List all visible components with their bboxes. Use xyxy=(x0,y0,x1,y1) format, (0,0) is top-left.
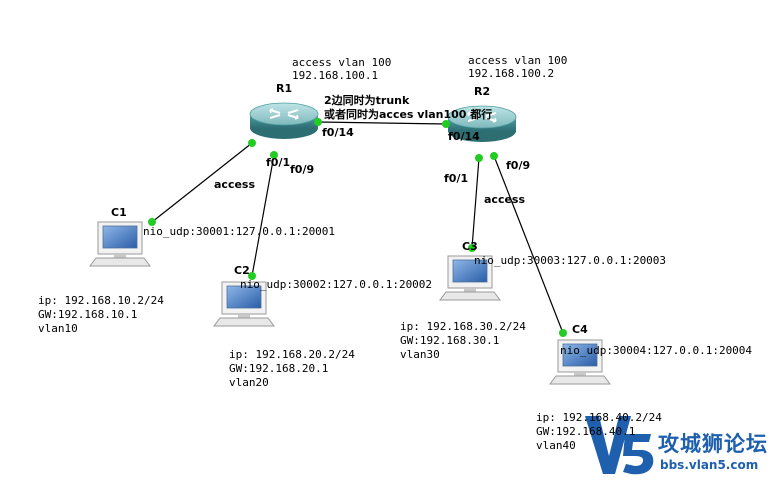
link-r1-c1[interactable] xyxy=(151,142,253,223)
r2-port-f014: f0/14 xyxy=(448,130,480,143)
endpoint-r2-c4 xyxy=(490,152,498,160)
link-r2-c4[interactable] xyxy=(493,155,564,334)
link-r1-c2[interactable] xyxy=(251,154,275,277)
r1-port-f01: f0/1 xyxy=(266,156,291,169)
link-label-access-right: access xyxy=(484,193,526,206)
c2-vlan: vlan20 xyxy=(229,376,269,389)
c1-info: ip: 192.168.10.2/24 GW:192.168.10.1 vlan… xyxy=(38,294,164,336)
watermark-title: 攻城狮论坛 xyxy=(658,432,768,456)
c3-info: ip: 192.168.30.2/24 GW:192.168.30.1 vlan… xyxy=(400,320,526,362)
link-label-access-left: access xyxy=(214,178,256,191)
watermark-url: bbs.vlan5.com xyxy=(660,458,759,472)
watermark-logo xyxy=(585,416,654,475)
note-line2: 或者同时为acces vlan100 都行 xyxy=(324,108,493,121)
c1-nio: nio_udp:30001:127.0.0.1:20001 xyxy=(143,225,336,238)
r1-ip: 192.168.100.1 xyxy=(292,69,379,82)
endpoint-c4 xyxy=(559,329,567,337)
endpoint-r1-f014 xyxy=(314,118,322,126)
c3-ip: ip: 192.168.30.2/24 xyxy=(400,320,526,333)
link-r2-c3[interactable] xyxy=(471,157,480,249)
c4-gw: GW:192.168.40.1 xyxy=(536,425,636,438)
r2-ip: 192.168.100.2 xyxy=(468,67,555,80)
router-r1[interactable] xyxy=(249,102,319,140)
r1-port-f014: f0/14 xyxy=(322,126,354,139)
endpoint-r1-c1 xyxy=(248,139,256,147)
c2-gw: GW:192.168.20.1 xyxy=(229,362,329,375)
c1-gw: GW:192.168.10.1 xyxy=(38,308,138,321)
c4-name: C4 xyxy=(572,323,588,336)
c2-name: C2 xyxy=(234,264,250,277)
endpoint-c2 xyxy=(248,272,256,280)
links xyxy=(151,121,564,334)
c4-ip: ip: 192.168.40.2/24 xyxy=(536,411,662,424)
r2-port-f01: f0/1 xyxy=(444,172,469,185)
c3-gw: GW:192.168.30.1 xyxy=(400,334,500,347)
note-line1: 2边同时为trunk xyxy=(324,94,410,107)
link-r1-r2[interactable] xyxy=(317,121,447,125)
c3-vlan: vlan30 xyxy=(400,348,440,361)
endpoint-c1 xyxy=(148,218,156,226)
c2-info: ip: 192.168.20.2/24 GW:192.168.20.1 vlan… xyxy=(229,348,355,390)
endpoint-r2-f014 xyxy=(442,120,450,128)
c4-vlan: vlan40 xyxy=(536,439,576,452)
pc-c1[interactable] xyxy=(89,221,151,267)
endpoint-c3 xyxy=(468,244,476,252)
r1-port-f09: f0/9 xyxy=(290,163,315,176)
c1-name: C1 xyxy=(111,206,127,219)
endpoint-r1-c2 xyxy=(270,151,278,159)
r2-mode: access vlan 100 xyxy=(468,54,568,67)
c4-nio: nio_udp:30004:127.0.0.1:20004 xyxy=(560,344,753,357)
endpoint-r2-c3 xyxy=(475,154,483,162)
r1-name: R1 xyxy=(276,82,293,95)
c2-nio: nio_udp:30002:127.0.0.1:20002 xyxy=(240,278,433,291)
r1-mode: access vlan 100 xyxy=(292,56,392,69)
c2-ip: ip: 192.168.20.2/24 xyxy=(229,348,355,361)
link-endpoints xyxy=(148,118,567,337)
c1-ip: ip: 192.168.10.2/24 xyxy=(38,294,164,307)
c1-vlan: vlan10 xyxy=(38,322,78,335)
r2-name: R2 xyxy=(474,85,491,98)
c3-name: C3 xyxy=(462,240,478,253)
c3-nio: nio_udp:30003:127.0.0.1:20003 xyxy=(474,254,667,267)
r2-port-f09: f0/9 xyxy=(506,159,531,172)
c4-info: ip: 192.168.40.2/24 GW:192.168.40.1 vlan… xyxy=(536,411,662,453)
